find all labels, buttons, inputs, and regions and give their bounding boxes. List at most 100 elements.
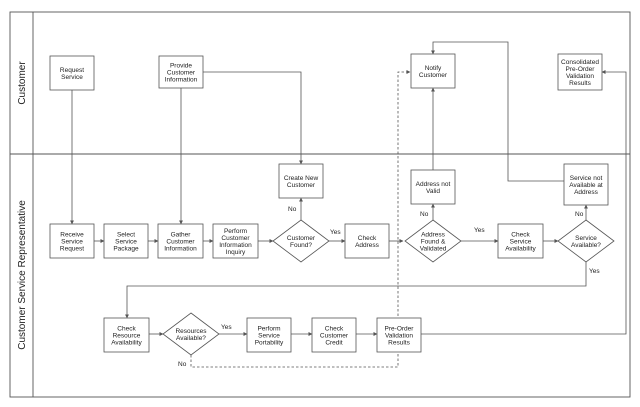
node-service-not-available-label: Service not [570,175,603,182]
node-perform-portability-label: Perform [257,325,280,332]
node-provide-info-label: Information [165,76,198,83]
node-select-package-label: Package [113,245,139,252]
node-address-found-label: Found & [421,238,446,245]
node-receive-request-shape [49,223,95,259]
node-check-address-label: Check [358,235,377,242]
lane-label-customer: Customer [17,61,28,105]
edge-available-yes-to-resource [125,262,587,319]
node-consolidated-shape [557,53,603,91]
node-check-availability-label: Service [510,238,532,245]
node-check-address-label: Address [355,242,380,249]
node-check-availability-shape [497,223,544,259]
edge-results-to-consolidated [421,70,627,335]
edge-notavailable-to-notify [431,41,564,182]
label-resources-available-no: No [178,361,187,368]
label-service-available-no: No [575,211,584,218]
node-check-credit-label: Credit [325,339,343,346]
node-service-not-available-label: Address [574,189,599,196]
node-request-service-shape [49,55,95,91]
node-preorder-results-label: Pre-Order [385,325,415,332]
node-resources-available-label: Resources [175,328,207,335]
node-consolidated-label: Pre-Order [566,66,596,73]
node-perform-inquiry-label: Inquiry [226,249,246,256]
node-check-address-shape [344,223,390,259]
node-notify-customer-shape [410,53,456,89]
node-perform-portability-shape [246,317,292,353]
node-consolidated-label: Results [569,80,591,87]
node-provide-info-label: Customer [167,69,196,76]
nodes-layer: RequestServiceProvideCustomerInformation… [49,53,615,356]
node-notify-customer-label: Notify [425,65,442,72]
lane-label-csr: Customer Service Representative [17,200,28,350]
node-service-available-shape [557,219,615,263]
label-customer-found-no: No [288,206,297,213]
node-address-found-label: Validated [420,245,447,252]
node-create-customer-label: Create New [284,175,319,182]
node-gather-info-shape [157,223,204,259]
node-service-not-available-shape [563,163,609,206]
node-create-customer-label: Customer [287,182,316,189]
node-perform-inquiry-label: Customer [221,235,250,242]
node-gather-info-label: Gather [171,231,192,238]
label-address-found-yes: Yes [474,227,485,234]
node-check-availability-label: Availability [505,245,536,252]
pool-frame [9,11,631,398]
node-gather-info-label: Customer [166,238,195,245]
node-address-not-valid-label: Address not [416,181,451,188]
node-perform-inquiry-label: Perform [224,228,247,235]
node-select-package-label: Select [117,231,135,238]
node-customer-found-label: Customer [287,235,316,242]
node-select-package-shape [103,223,149,259]
node-receive-request-label: Request [60,245,84,252]
node-resources-available-label: Available? [176,335,206,342]
node-check-resource-label: Resource [113,332,141,339]
node-address-found-shape [404,219,462,263]
node-address-not-valid-label: Valid [426,188,440,195]
node-service-not-available-label: Available at [569,182,603,189]
node-customer-found-label: Found? [290,242,312,249]
node-select-package-label: Service [115,238,137,245]
edge-resources-no-to-notify [190,70,411,368]
label-customer-found-yes: Yes [330,229,341,236]
node-provide-info-label: Provide [170,62,192,69]
node-perform-inquiry-shape [212,223,259,259]
node-consolidated-label: Validation [566,73,594,80]
node-perform-inquiry-label: Information [219,242,252,249]
node-check-resource-label: Availability [111,339,142,346]
node-perform-portability-label: Portability [255,339,284,346]
node-check-resource-shape [103,317,150,353]
node-preorder-results-label: Validation [385,332,413,339]
node-check-availability-label: Check [511,231,530,238]
node-consolidated-label: Consolidated [561,59,599,66]
node-check-credit-label: Customer [320,332,349,339]
node-service-available-label: Available? [571,242,601,249]
node-address-not-valid-shape [410,169,456,205]
node-request-service-label: Service [61,74,83,81]
node-provide-info-shape [158,55,204,89]
node-preorder-results-label: Results [388,339,410,346]
label-service-available-yes: Yes [589,268,600,275]
label-address-found-no: No [420,211,429,218]
node-receive-request-label: Service [61,238,83,245]
edge-provide-to-create [203,71,303,165]
node-request-service-label: Request [60,67,84,74]
